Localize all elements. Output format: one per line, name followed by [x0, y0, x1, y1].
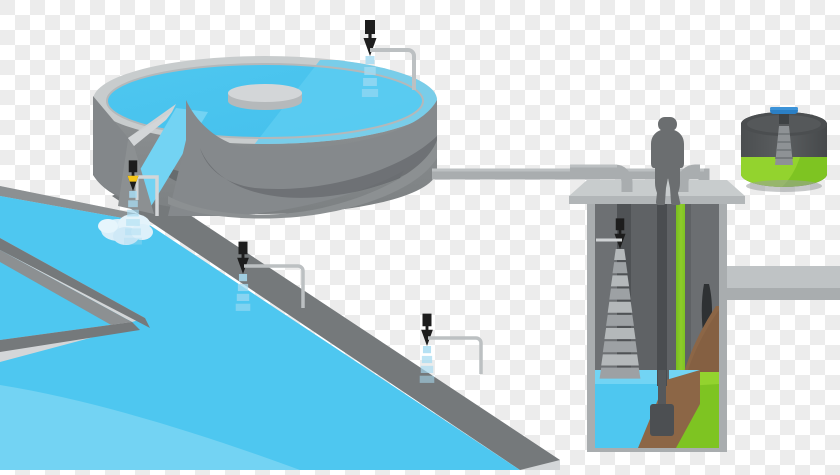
pipe-wetwell-discharge [727, 266, 840, 300]
sensor-channel-1-body [237, 241, 249, 274]
pump-riser-pipe-lower [658, 370, 666, 412]
sensor-channel-1-beam [235, 274, 251, 311]
guide-rail [676, 196, 685, 396]
weir-handrail [135, 175, 159, 216]
chemical-tank [741, 107, 827, 192]
weir-structure [135, 175, 159, 216]
pump-riser-pipe [657, 196, 667, 386]
chemical-tank-measurement-cone [775, 126, 793, 165]
sensor-weir-body [127, 160, 139, 191]
sensor-channel-2-beam [419, 346, 435, 383]
sensor-clarifier-icon[interactable]: Ultrasonic level sensor - clarifier [361, 20, 379, 97]
sensor-wet-well-icon[interactable]: Ultrasonic level sensor - wet well [599, 218, 641, 379]
sensor-layer: Ultrasonic level sensor - clarifierUltra… [124, 20, 641, 383]
channel-water-highlight [0, 385, 300, 470]
sensor-weir-yellow-cap [127, 175, 139, 182]
submersible-pump [650, 404, 674, 436]
sensor-wet-well-body [614, 218, 626, 249]
pipe-deck-left-elbow [570, 164, 633, 192]
sludge-deposit-2 [684, 310, 719, 386]
pipe-sensor-clarifier [370, 48, 416, 90]
pipe-sensor-channel-1 [244, 264, 305, 308]
sensor-weir-icon[interactable]: Ultrasonic flow sensor - overflow weir [124, 160, 142, 245]
channel-divider-wall-face [0, 250, 132, 330]
sensor-weir-beam [124, 191, 142, 245]
sensor-brackets [244, 48, 622, 374]
channel-inner-bank-lower-edge [0, 322, 140, 352]
clarifier [93, 56, 437, 219]
clarifier-center-well [228, 84, 302, 110]
clarifier-main-near-wall [168, 100, 437, 216]
sensor-clarifier-beam [361, 56, 379, 97]
clarifier-main-near-wall-shade [200, 136, 437, 198]
clarifier-wall-left-face [93, 96, 130, 200]
sensor-clarifier-body [363, 20, 377, 56]
sensor-channel-1-icon[interactable]: Ultrasonic flow sensor - channel upper [235, 241, 251, 311]
clarifier-chute-left-top [128, 112, 172, 146]
chemical-tank-base-shadow [746, 180, 822, 192]
tank-top-valve [770, 107, 798, 124]
channel-bank-upper-edge [0, 186, 145, 222]
clarifier-front-skirt [168, 140, 437, 219]
sensor-wet-well-beam-cone [599, 249, 641, 379]
open-channel [0, 182, 560, 470]
pipe-sensor-channel-2 [428, 336, 483, 374]
clarifier-rim-inner-line [106, 63, 424, 139]
channel-divider-wall-top [0, 238, 150, 328]
weir-foam [98, 214, 153, 245]
sensor-channel-2-icon[interactable]: Ultrasonic flow sensor - channel lower [419, 313, 435, 383]
clarifier-water-highlight [250, 60, 437, 144]
pipe-deck-right-elbow [677, 164, 700, 192]
person-operator [651, 117, 684, 205]
channel-bank-right-top [112, 182, 560, 470]
channel-water [0, 196, 520, 470]
sensor-channel-2-body [421, 313, 433, 346]
